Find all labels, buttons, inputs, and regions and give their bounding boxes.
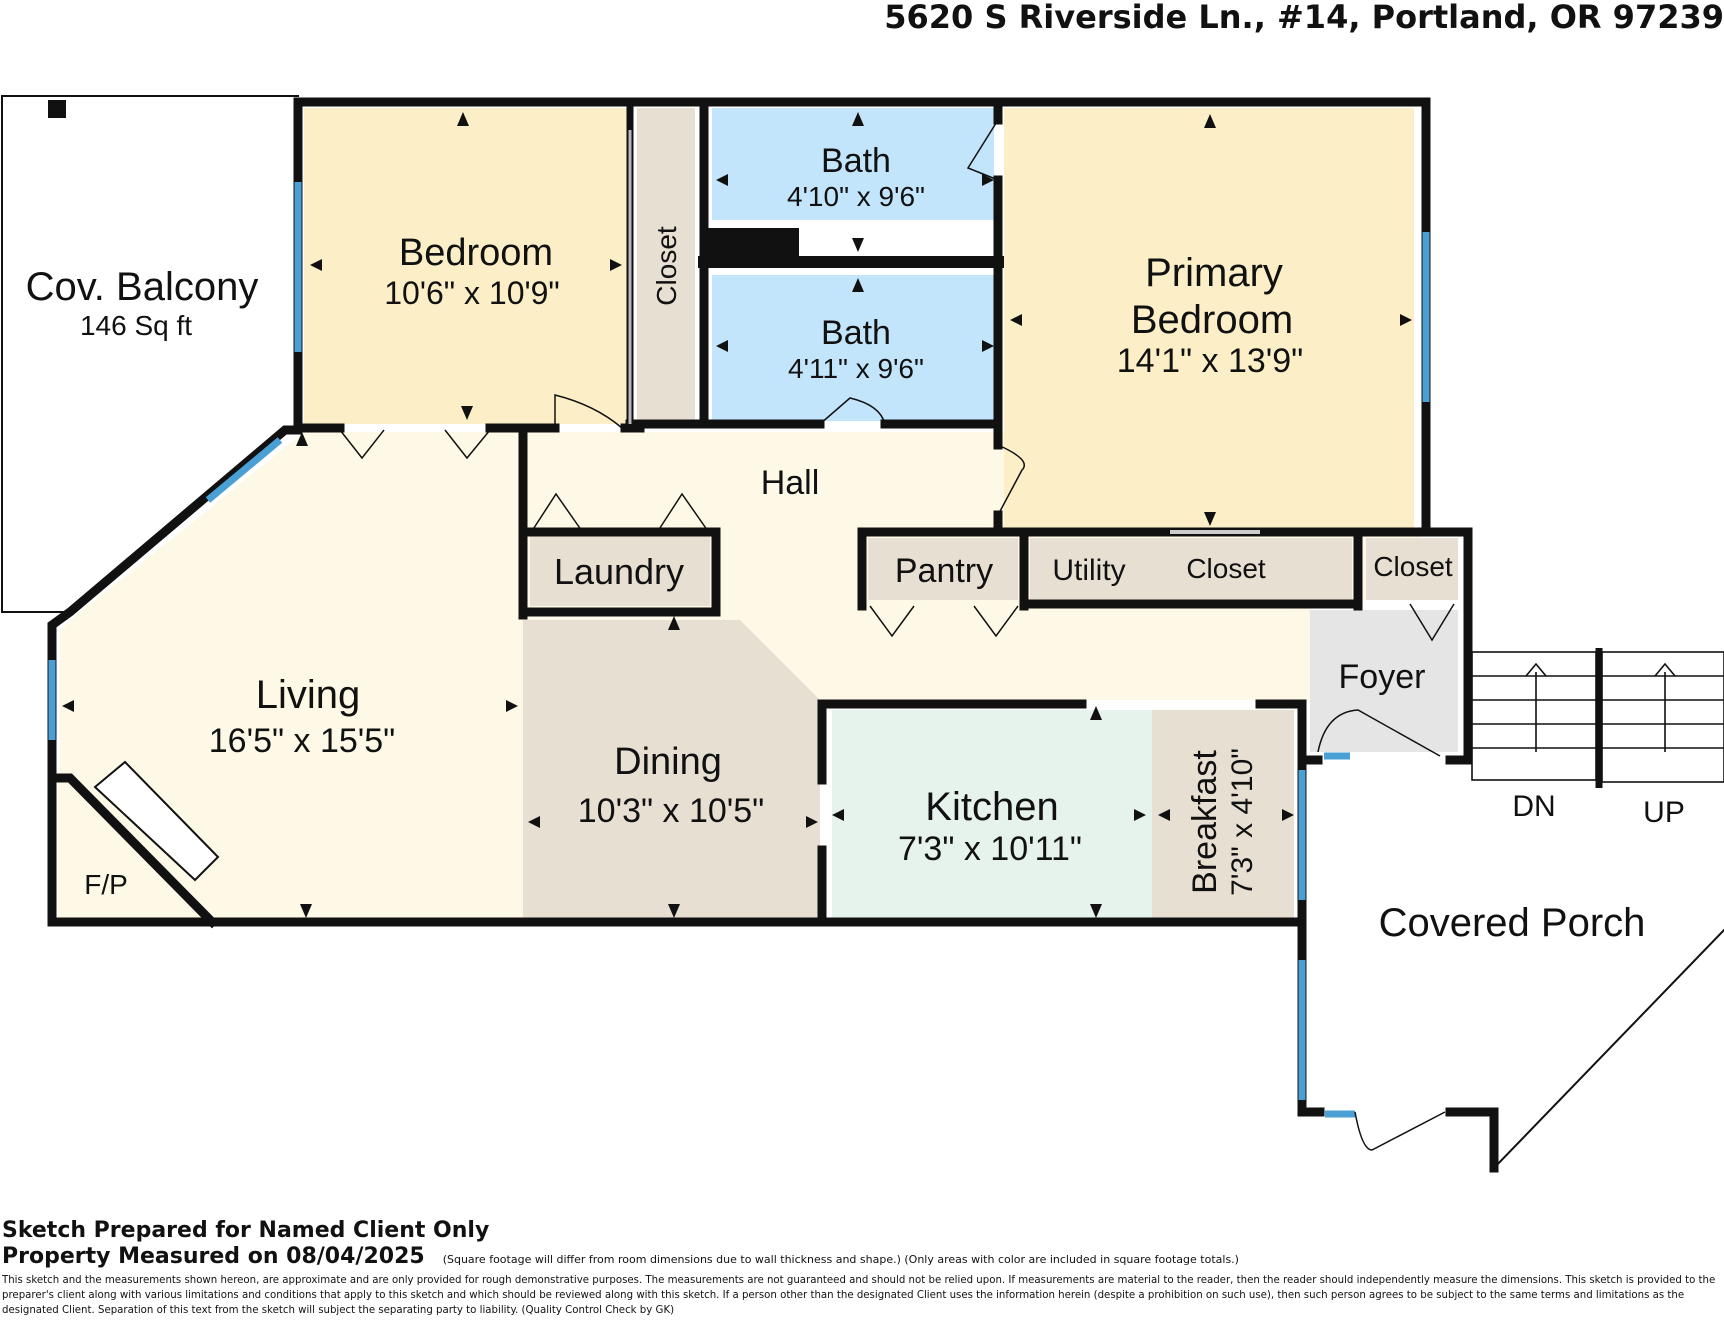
room-labels: Cov. Balcony 146 Sq ft Bedroom 10'6" x 1…: [26, 142, 1685, 945]
foyer-closet-label: Closet: [1373, 551, 1453, 582]
bath1-label: Bath: [821, 142, 891, 180]
dining-fill: [523, 620, 820, 922]
primary-bedroom-dims: 14'1" x 13'9": [1117, 342, 1303, 380]
balcony-post: [48, 100, 66, 118]
bedroom-fill: [304, 108, 629, 424]
fireplace-wall: [53, 773, 219, 929]
utility-label: Utility: [1052, 554, 1125, 587]
kitchen-label: Kitchen: [925, 785, 1058, 829]
footer-measured-date: Property Measured on 08/04/2025 (Square f…: [2, 1244, 1720, 1273]
footer-sqft-note: (Square footage will differ from room di…: [442, 1253, 1239, 1266]
fireplace-hearth: [93, 760, 220, 882]
living-label: Living: [256, 673, 361, 717]
primary-bedroom-label-1: Primary: [1145, 251, 1283, 295]
living-dims: 16'5" x 15'5": [209, 722, 395, 760]
footer-disclaimer: This sketch and the measurements shown h…: [2, 1275, 1716, 1316]
doors: [339, 119, 1455, 1151]
primary-bedroom-fill: [1004, 108, 1414, 528]
outer-wall-right: [1421, 527, 1473, 765]
fireplace-label: F/P: [84, 869, 128, 900]
bath-chase: [704, 228, 799, 260]
laundry-label: Laundry: [554, 551, 684, 592]
footer: Sketch Prepared for Named Client Only Pr…: [2, 1218, 1720, 1318]
balcony-outline: [1, 95, 299, 613]
porch-label: Covered Porch: [1379, 901, 1646, 945]
foyer-fill: [1310, 610, 1458, 752]
stairs-up-label: UP: [1643, 796, 1685, 829]
bedroom-dims: 10'6" x 10'9": [384, 275, 560, 311]
bath2-label: Bath: [821, 314, 891, 352]
laundry-fill: [530, 534, 710, 606]
bath1-dims: 4'10" x 9'6": [787, 181, 925, 212]
bath2-dims: 4'11" x 9'6": [788, 353, 924, 384]
pantry-label: Pantry: [895, 552, 993, 590]
hall-label: Hall: [761, 464, 820, 502]
bedroom-closet-fill: [637, 108, 695, 421]
room-fills: [58, 108, 1458, 922]
bedroom-closet-label: Closet: [651, 226, 682, 306]
dimension-markers: [62, 112, 1412, 918]
kitchen-fill: [832, 710, 1152, 922]
windows: [48, 182, 1430, 1118]
primary-bedroom-label-2: Bedroom: [1131, 298, 1293, 342]
footer-measured-text: Property Measured on 08/04/2025: [2, 1244, 425, 1269]
bath2-fill: [712, 275, 994, 421]
footer-client-note: Sketch Prepared for Named Client Only: [2, 1218, 490, 1243]
bedroom-label: Bedroom: [399, 232, 553, 274]
utility-closet-fill: [1030, 538, 1352, 600]
breakfast-label: Breakfast: [1186, 750, 1224, 894]
kitchen-top-wall: [817, 699, 1087, 785]
stairs: [1471, 648, 1724, 788]
laundry-wall: [518, 527, 721, 617]
balcony-area: 146 Sq ft: [80, 310, 192, 341]
porch-bottom-wall: [1445, 1107, 1499, 1173]
pantry-fill: [868, 538, 1018, 600]
property-address: 5620 S Riverside Ln., #14, Portland, OR …: [884, 0, 1724, 36]
dining-label: Dining: [614, 741, 722, 783]
floor-plan: Cov. Balcony 146 Sq ft Bedroom 10'6" x 1…: [1, 95, 1724, 1173]
breakfast-top-wall: [1255, 699, 1307, 765]
breakfast-dims: 7'3" x 4'10": [1226, 748, 1259, 896]
foyer-label: Foyer: [1339, 658, 1426, 696]
stairs-dn-label: DN: [1512, 790, 1555, 823]
foyer-closet-fill: [1366, 538, 1458, 600]
kitchen-dims: 7'3" x 10'11": [898, 830, 1082, 868]
living-fill: [60, 432, 523, 922]
hall-closet-label: Closet: [1186, 553, 1266, 584]
porch-right-edge: [1492, 928, 1724, 1170]
outer-wall-left: [47, 425, 1307, 927]
bath1-fill: [712, 108, 994, 220]
balcony-label: Cov. Balcony: [26, 265, 259, 309]
breakfast-fill: [1152, 710, 1294, 922]
dining-dims: 10'3" x 10'5": [578, 792, 764, 830]
